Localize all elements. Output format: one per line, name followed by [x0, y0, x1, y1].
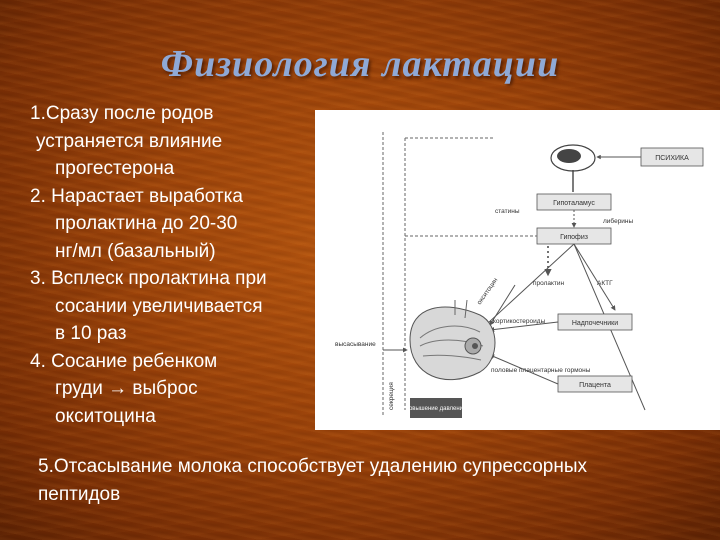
actg-arrow: [573, 243, 616, 311]
placenta-label: Плацента: [579, 382, 611, 389]
list-line: 3. Всплеск пролактина при: [30, 268, 267, 289]
adrenals-label: Надпочечники: [572, 320, 618, 327]
psychics-label: ПСИХИКА: [655, 155, 689, 162]
corticosteroids-arrow: [489, 321, 559, 332]
hypothalamus-label: Гипоталамус: [553, 200, 595, 207]
secretion-label: секреция: [388, 382, 395, 410]
bottom-paragraph: 5.Отсасывание молока способствует удален…: [38, 453, 720, 508]
suckling-label: высасывание: [335, 341, 376, 348]
points-list: 1.Сразу после родов устраняется влияние …: [30, 100, 330, 430]
breast-illustration: [409, 299, 496, 381]
corticosteroids-label: кортикостероиды: [493, 318, 546, 325]
list-line: нг/мл (базальный): [55, 240, 216, 262]
liberins-label: либерины: [603, 217, 634, 225]
actg-label: АКТГ: [597, 280, 613, 287]
statins-label: статины: [495, 208, 520, 215]
list-line: 4. Сосание ребенком: [30, 350, 218, 372]
prolactin-label: пролактин: [533, 280, 565, 287]
list-line: устраняется влияние: [36, 130, 223, 152]
list-line: 2. Нарастает выработка: [30, 185, 243, 207]
bottom-line: 5.Отсасывание молока способствует удален…: [38, 456, 588, 477]
list-line: пролактина до 20-30: [55, 213, 238, 234]
slide-title: Физиология лактации: [160, 43, 560, 85]
list-line: прогестерона: [55, 158, 175, 179]
pressure-box: [410, 398, 462, 418]
lactation-diagram: ПСИХИКА Гипоталамус статины либерины Гип…: [315, 110, 720, 430]
list-line: груди → выброс: [55, 378, 198, 399]
pressure-label: повышение давления: [406, 406, 467, 412]
pituitary-label: Гипофиз: [560, 234, 588, 241]
bottom-line: пептидов: [38, 483, 121, 505]
dashed-frame: [404, 137, 495, 410]
brain-icon: [550, 144, 596, 192]
diagram-svg: ПСИХИКА Гипоталамус статины либерины Гип…: [335, 132, 704, 418]
list-line: 1.Сразу после родов: [30, 103, 214, 124]
list-line: сосании увеличивается: [55, 295, 263, 317]
placenta-arrow: [489, 354, 559, 385]
oxytocin-arrow: [489, 284, 516, 326]
list-line: окситоцина: [55, 405, 156, 427]
oxytocin-label: окситоцин: [476, 277, 500, 307]
list-line: в 10 раз: [55, 323, 127, 344]
placental-hormones-label: половые плацентарные гормоны: [491, 367, 591, 374]
